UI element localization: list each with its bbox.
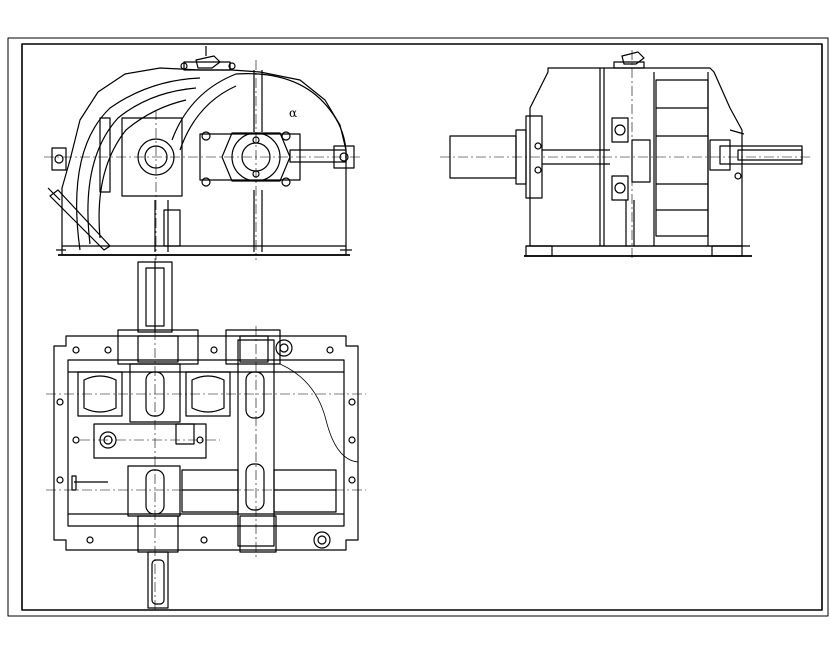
outer-border — [7, 37, 829, 617]
side-view — [440, 50, 810, 260]
plan-view — [46, 258, 366, 612]
front-view — [44, 46, 360, 260]
inner-frame — [21, 43, 823, 611]
annotation-label: α — [289, 106, 297, 120]
